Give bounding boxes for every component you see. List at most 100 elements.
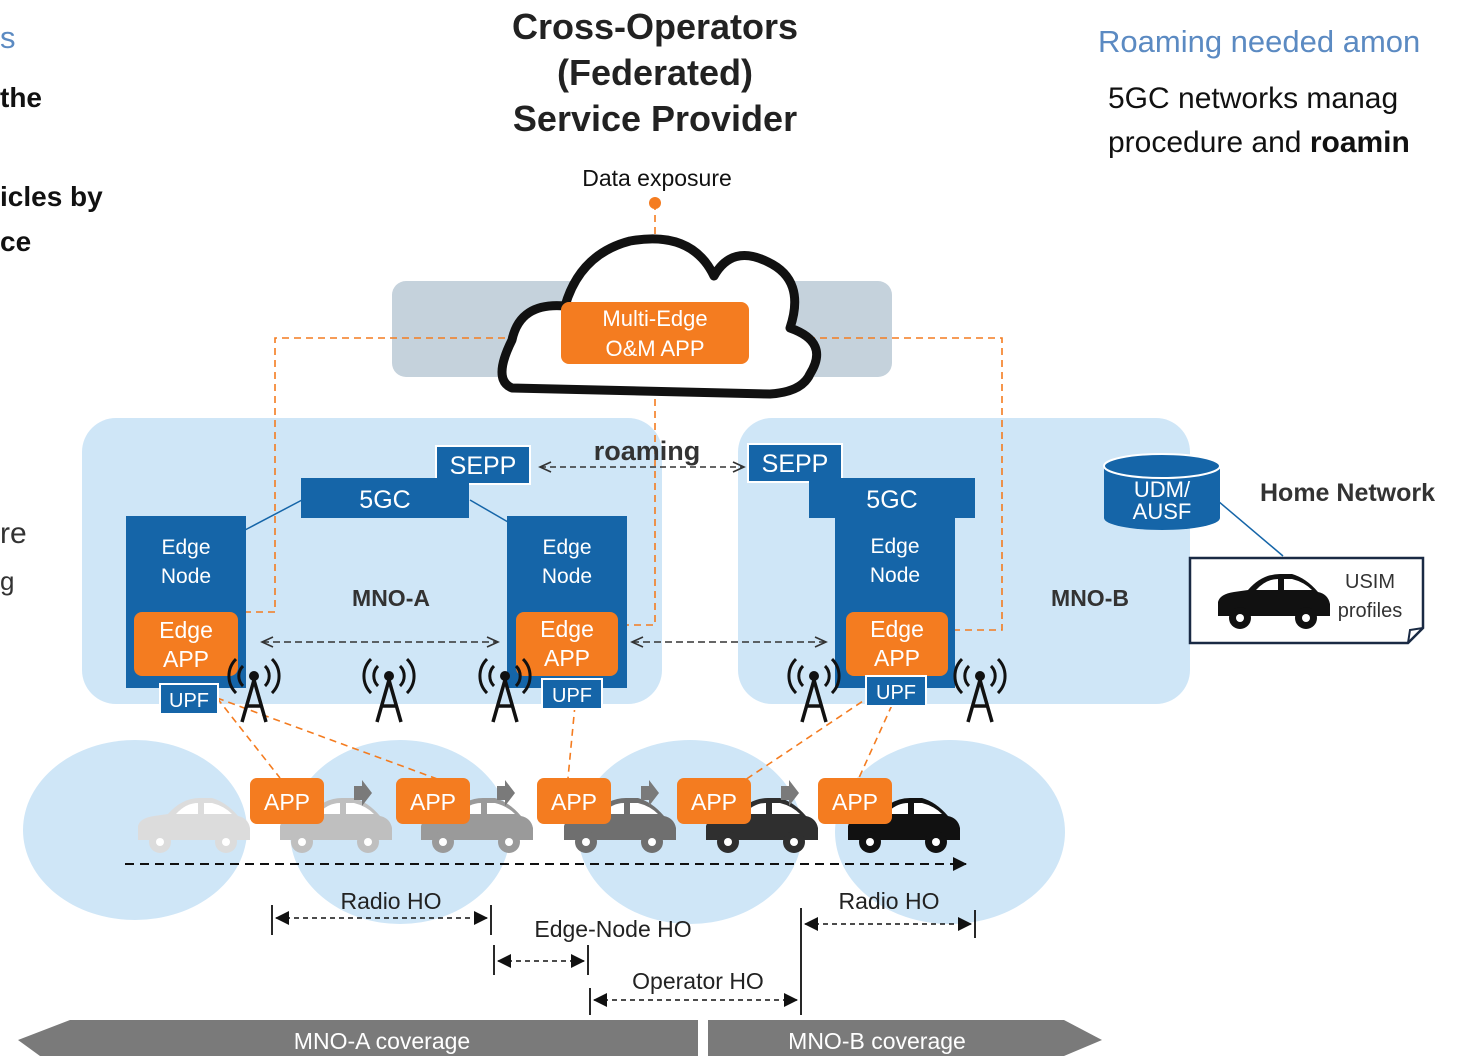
link-to-edge-app-2 <box>617 363 656 626</box>
coverage-cell <box>23 740 247 920</box>
upf-box <box>541 678 603 710</box>
edge-node-label-1: Edge <box>542 536 591 559</box>
edge-node-label-2: Node <box>870 564 920 587</box>
edge-node-label-1: Edge <box>870 535 919 558</box>
app-label: APP <box>832 789 878 815</box>
5gc-box-a <box>301 478 469 518</box>
title-line-2: (Federated) <box>556 52 754 93</box>
mno-b-coverage-label: MNO-B coverage <box>788 1028 966 1054</box>
right-line-2-bold: roamin <box>1309 126 1410 159</box>
usim-profiles-card: USIM profiles <box>1188 556 1425 645</box>
upf-label: UPF <box>552 685 592 707</box>
connector <box>244 499 303 531</box>
handover-markers <box>271 905 976 1015</box>
left-fragment-2: the <box>0 82 42 113</box>
database-body <box>1104 466 1220 530</box>
title-line-3: Service Provider <box>512 98 798 139</box>
data-exposure-dot <box>649 197 661 209</box>
link-to-edge-app-3 <box>748 337 1003 631</box>
upf-label: UPF <box>169 690 209 712</box>
edge-node-2: Edge Node Edge APP UPF <box>507 516 627 710</box>
sepp-label-a: SEPP <box>450 452 517 480</box>
home-network-label: Home Network <box>1260 479 1435 507</box>
vehicle-app-boxes: APP APP APP APP APP <box>250 778 892 824</box>
edge-node-label-2: Node <box>542 565 592 588</box>
multi-edge-line-2: O&M APP <box>605 336 704 361</box>
edge-node-ho-label: Edge-Node HO <box>534 916 691 942</box>
database-top <box>1103 453 1221 479</box>
edge-node-1: Edge Node Edge APP UPF <box>126 516 246 715</box>
edge-app-label-2: APP <box>544 645 590 671</box>
left-fragment-5: re <box>0 517 27 550</box>
multi-edge-app-box <box>561 302 749 364</box>
app-label: APP <box>410 789 456 815</box>
diagram-title: Cross-Operators (Federated) Service Prov… <box>420 4 890 142</box>
edge-app-box <box>134 612 238 676</box>
sepp-box-a <box>435 445 531 485</box>
dashed-links <box>216 203 1003 781</box>
edge-app-label-2: APP <box>874 645 920 671</box>
left-fragment-1: s <box>0 20 16 55</box>
app-box <box>677 778 751 824</box>
upf-app-link <box>744 694 873 781</box>
app-label: APP <box>551 789 597 815</box>
profiles-label: profiles <box>1338 600 1402 622</box>
ausf-label: AUSF <box>1133 499 1192 524</box>
right-line-2: procedure and roamin <box>1108 126 1410 160</box>
title-line-1: Cross-Operators <box>511 6 799 47</box>
step-arrow-icon <box>781 780 799 806</box>
udm-label: UDM/ <box>1134 477 1191 502</box>
right-heading: Roaming needed amon <box>1098 24 1421 59</box>
app-box <box>396 778 470 824</box>
sepp-label-b: SEPP <box>762 450 829 478</box>
edge-app-box <box>516 612 618 676</box>
app-box <box>537 778 611 824</box>
right-line-2-normal: procedure and <box>1108 126 1310 159</box>
edge-app-label-2: APP <box>163 646 209 672</box>
left-fragment-4: ce <box>0 226 32 257</box>
upf-box <box>865 675 927 707</box>
radio-ho-label-b: Radio HO <box>839 888 940 914</box>
roaming-label: roaming <box>594 436 701 466</box>
edge-node-label-2: Node <box>161 565 211 588</box>
step-arrow-icon <box>641 780 659 806</box>
mno-a-label: MNO-A <box>352 585 430 611</box>
step-arrow-icon <box>354 780 372 806</box>
edge-app-label-1: Edge <box>870 616 924 642</box>
sepp-box-b <box>747 443 843 483</box>
connector <box>469 499 509 523</box>
page-curl <box>1407 627 1424 644</box>
movement-steps <box>354 780 799 806</box>
udm-ausf-database: UDM/ AUSF <box>1103 453 1221 530</box>
upf-app-link <box>857 704 893 781</box>
app-label: APP <box>264 789 310 815</box>
edge-node-3: Edge Node Edge APP UPF <box>835 518 955 707</box>
app-label: APP <box>691 789 737 815</box>
mno-b-label: MNO-B <box>1051 585 1129 611</box>
upf-box <box>159 683 219 715</box>
app-box <box>250 778 324 824</box>
upf-app-link <box>216 697 281 779</box>
left-fragment-3: icles by <box>0 181 103 212</box>
5gc-box-b <box>809 478 975 518</box>
mno-b-coverage-bar <box>708 1020 1102 1056</box>
app-box <box>818 778 892 824</box>
5gc-label-b: 5GC <box>866 486 917 514</box>
link-to-edge-app-1 <box>240 337 565 613</box>
right-line-1: 5GC networks manag <box>1108 82 1399 115</box>
upf-app-link <box>216 697 441 781</box>
upf-app-link <box>567 704 576 779</box>
step-arrow-icon <box>497 780 515 806</box>
radio-ho-label-a: Radio HO <box>341 888 442 914</box>
usim-label: USIM <box>1345 571 1395 593</box>
data-exposure-label: Data exposure <box>582 165 732 191</box>
left-fragment-6: g <box>0 566 15 596</box>
operator-ho-label: Operator HO <box>632 968 764 994</box>
mno-a-coverage-label: MNO-A coverage <box>294 1028 470 1054</box>
edge-app-box <box>846 612 948 676</box>
edge-app-label-1: Edge <box>540 616 594 642</box>
mno-a-coverage-bar <box>18 1020 698 1056</box>
edge-app-label-1: Edge <box>159 617 213 643</box>
5gc-label-a: 5GC <box>359 486 410 514</box>
